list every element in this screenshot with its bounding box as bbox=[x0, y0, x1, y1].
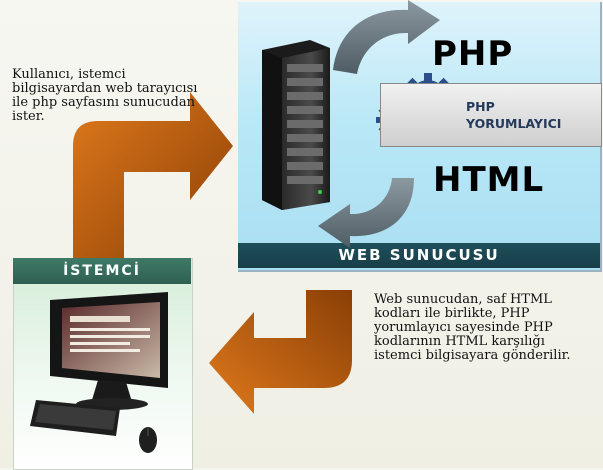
request-description: Kullanıcı, istemci bilgisayardan web tar… bbox=[12, 67, 198, 124]
cycle-arrow-top bbox=[333, 0, 440, 74]
server-tower-icon bbox=[262, 40, 330, 210]
php-label: PHP bbox=[432, 34, 514, 74]
keyboard-icon bbox=[30, 400, 120, 436]
cycle-arrow-bottom bbox=[318, 178, 414, 248]
html-label: HTML bbox=[433, 160, 545, 200]
client-label: İSTEMCİ bbox=[13, 258, 191, 284]
response-arrow bbox=[209, 290, 352, 414]
request-arrow bbox=[73, 92, 233, 258]
mouse-icon bbox=[139, 427, 157, 453]
response-description: Web sunucudan, saf HTML kodları ile birl… bbox=[374, 292, 571, 363]
php-interpreter-box bbox=[380, 83, 602, 147]
desktop-computer-icon bbox=[50, 292, 168, 410]
php-interpreter-label: PHP YORUMLAYICI bbox=[466, 99, 562, 131]
web-server-label: WEB SUNUCUSU bbox=[238, 243, 600, 268]
